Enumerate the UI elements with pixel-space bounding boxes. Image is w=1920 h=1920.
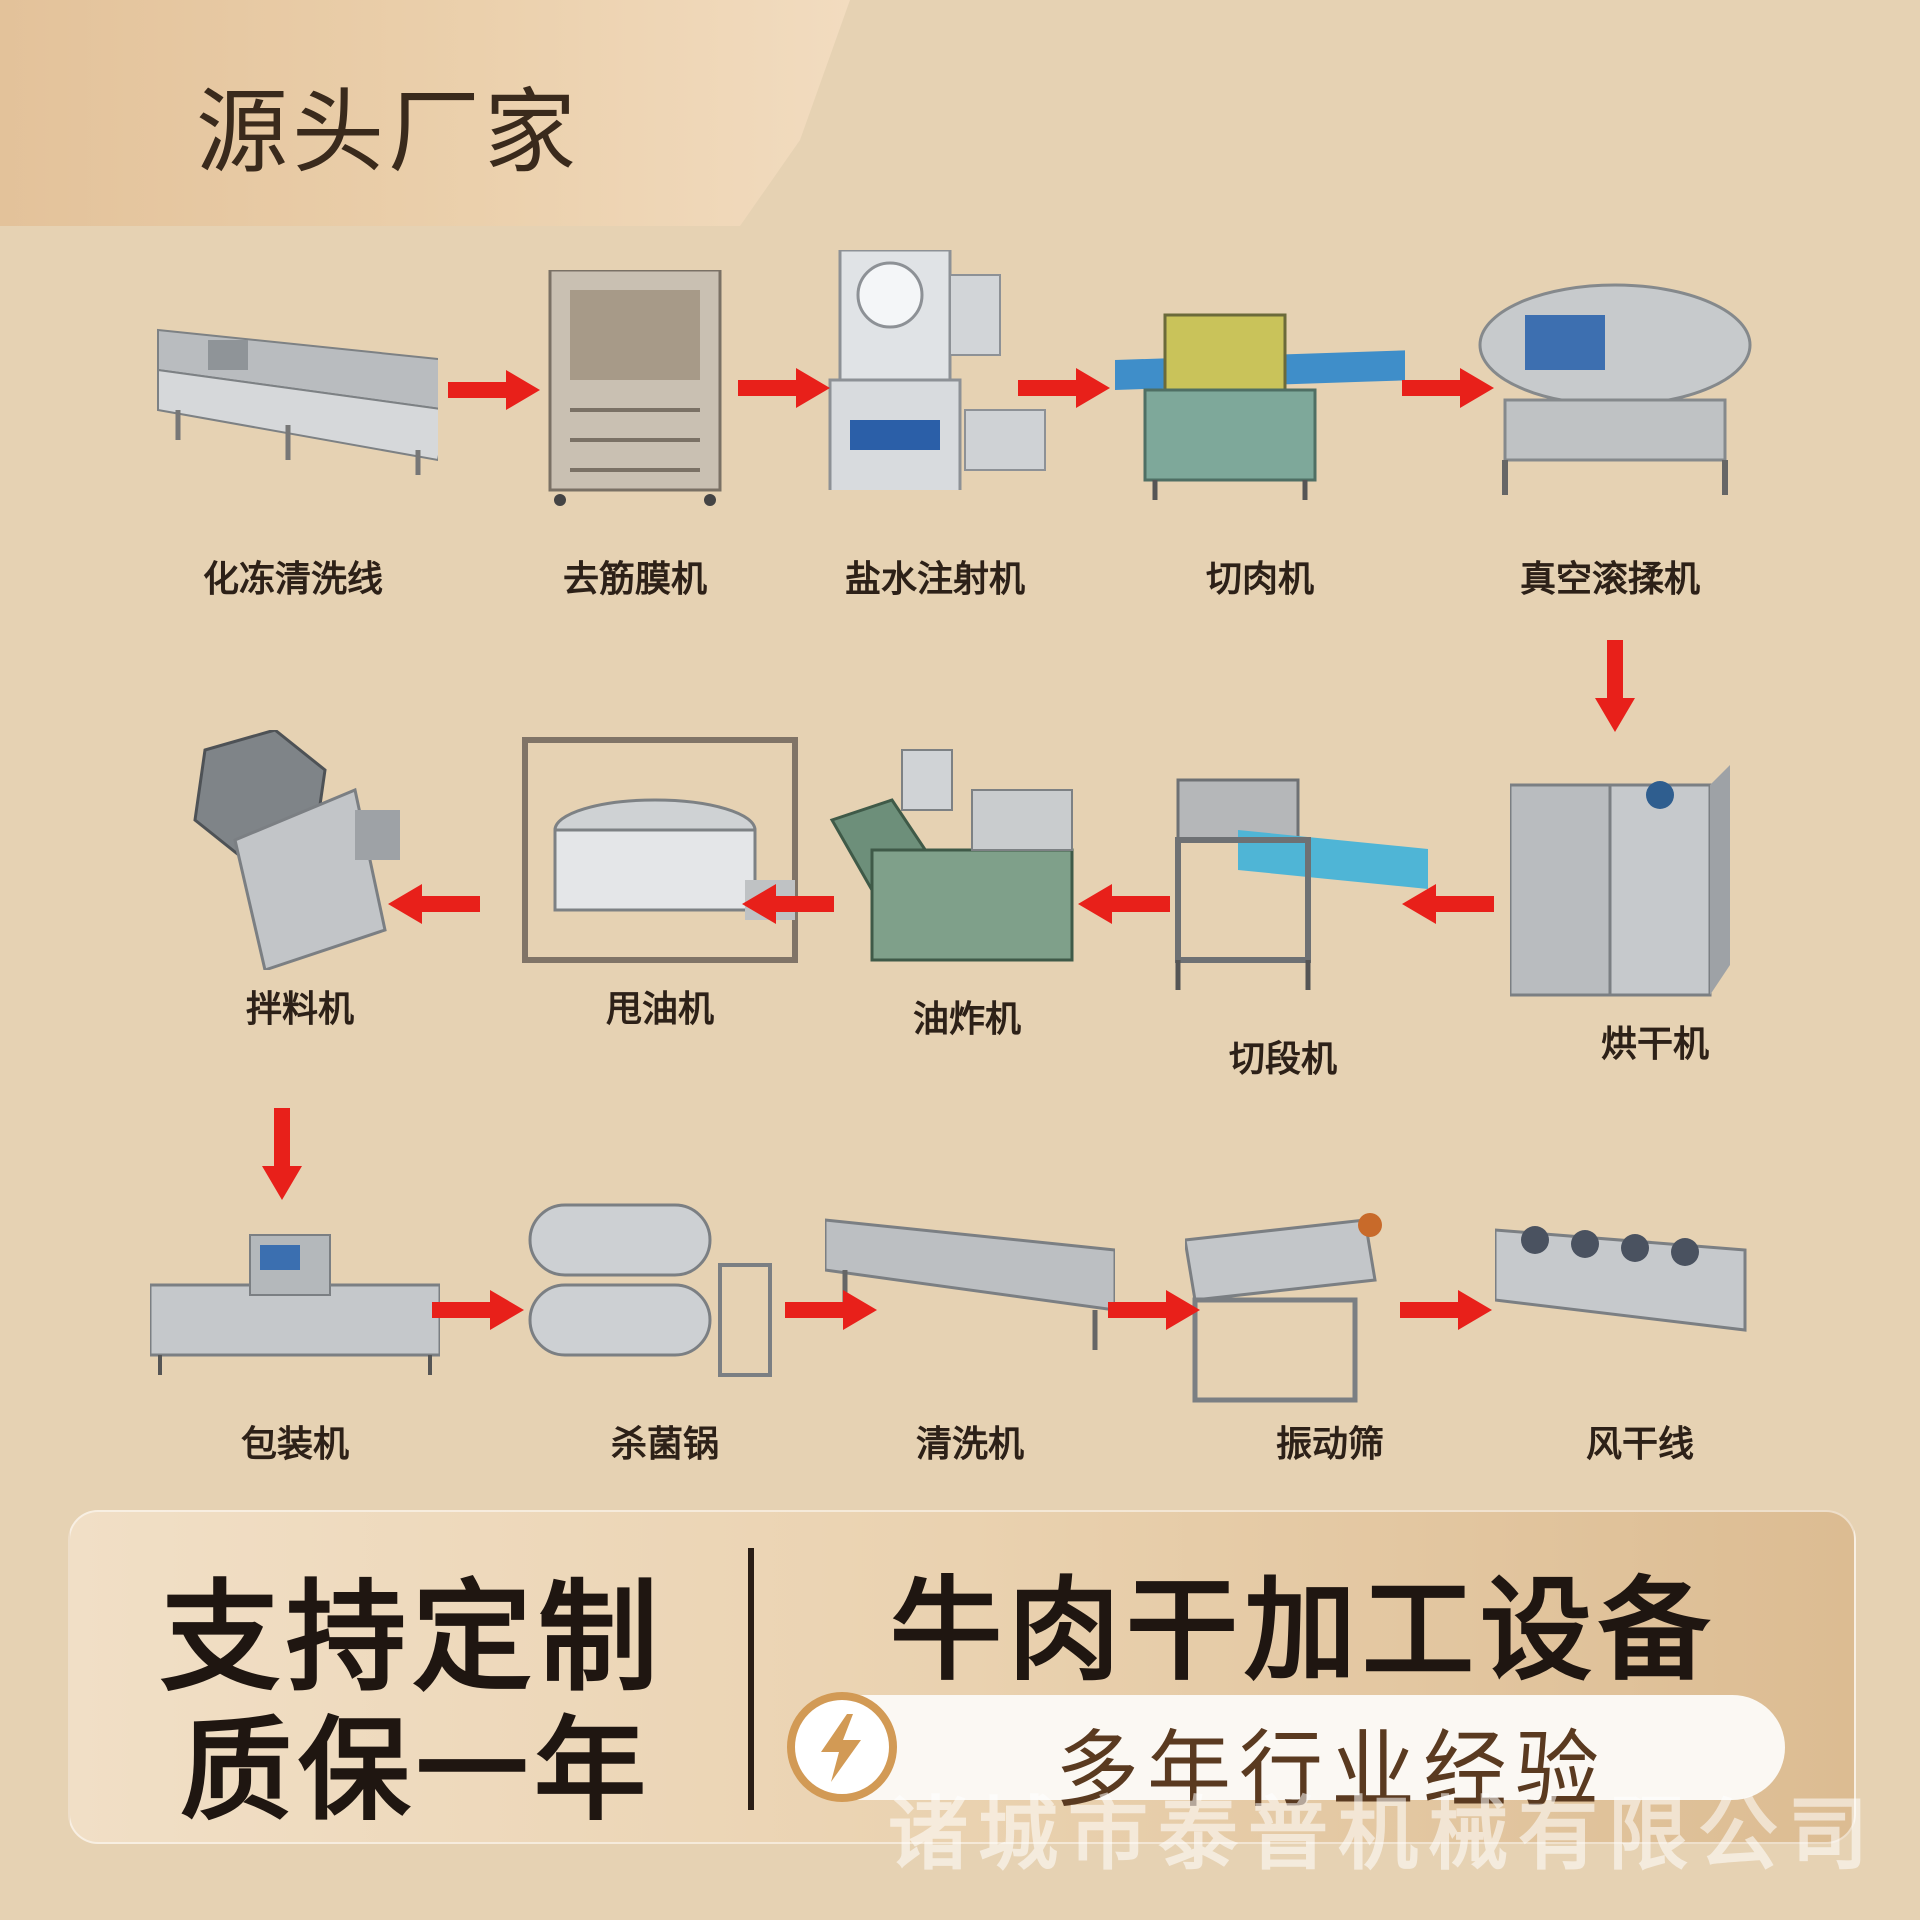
arrow-right bbox=[738, 368, 830, 408]
arrow-left bbox=[1078, 884, 1170, 924]
station-washing-machine: 清洗机 bbox=[825, 1200, 1115, 1465]
station-label: 风干线 bbox=[1585, 1424, 1694, 1465]
arrow-right bbox=[448, 370, 540, 410]
panel-divider bbox=[748, 1548, 754, 1810]
station-label: 真空滚揉机 bbox=[1519, 559, 1700, 600]
product-title: 牛肉干加工设备 bbox=[890, 1566, 1716, 1696]
customization-text: 支持定制 bbox=[160, 1569, 664, 1708]
oil-spinner-icon bbox=[522, 737, 798, 963]
station-membrane-remover: 去筋膜机 bbox=[490, 270, 780, 600]
header-band bbox=[0, 0, 850, 226]
header-title: 源头厂家 bbox=[196, 79, 581, 186]
station-vacuum-tumbler: 真空滚揉机 bbox=[1465, 270, 1755, 600]
station-dryer-oven: 烘干机 bbox=[1510, 765, 1800, 1065]
fryer-icon bbox=[829, 749, 1074, 962]
lightning-icon bbox=[787, 1692, 897, 1802]
station-label: 杀菌锅 bbox=[610, 1424, 719, 1465]
sterilizer-icon bbox=[528, 1203, 772, 1377]
arrow-left bbox=[1402, 884, 1494, 924]
station-label: 振动筛 bbox=[1275, 1424, 1384, 1465]
station-fryer: 油炸机 bbox=[822, 740, 1112, 1040]
arrow-right bbox=[1402, 368, 1494, 408]
arrow-right bbox=[1108, 1290, 1200, 1330]
thawing-washing-line-icon bbox=[157, 328, 438, 475]
station-sterilizer: 杀菌锅 bbox=[520, 1165, 810, 1465]
station-air-drying-line: 风干线 bbox=[1495, 1210, 1785, 1465]
arrow-right bbox=[785, 1290, 877, 1330]
station-packaging-machine: 包装机 bbox=[150, 1165, 440, 1465]
station-vibrating-screen: 振动筛 bbox=[1185, 1200, 1475, 1465]
station-label: 清洗机 bbox=[915, 1424, 1024, 1465]
segment-cutter-icon bbox=[1175, 778, 1428, 990]
station-label: 化冻清洗线 bbox=[202, 559, 383, 600]
station-seasoning-mixer: 拌料机 bbox=[155, 730, 445, 1030]
seasoning-mixer-icon bbox=[193, 730, 400, 970]
station-label: 盐水注射机 bbox=[844, 559, 1025, 600]
vacuum-tumbler-icon bbox=[1478, 283, 1752, 495]
station-label: 油炸机 bbox=[912, 999, 1021, 1040]
dryer-oven-icon bbox=[1510, 765, 1730, 997]
company-watermark: 诸城市泰普机械有限公司 bbox=[888, 1788, 1878, 1881]
station-label: 切肉机 bbox=[1205, 559, 1314, 600]
air-drying-line-icon bbox=[1495, 1226, 1747, 1332]
station-brine-injector: 盐水注射机 bbox=[790, 250, 1080, 600]
meat-cutter-icon bbox=[1115, 313, 1405, 500]
arrow-down bbox=[262, 1108, 302, 1200]
station-segment-cutter: 切段机 bbox=[1138, 760, 1428, 1080]
vibrating-screen-icon bbox=[1185, 1213, 1382, 1403]
arrow-left bbox=[742, 884, 834, 924]
station-label: 甩油机 bbox=[605, 989, 714, 1030]
station-oil-spinner: 甩油机 bbox=[515, 730, 805, 1030]
brine-injector-icon bbox=[828, 250, 1046, 490]
station-label: 切段机 bbox=[1228, 1039, 1337, 1080]
warranty-text: 质保一年 bbox=[180, 1706, 652, 1836]
station-thawing-washing-line: 化冻清洗线 bbox=[148, 300, 438, 600]
station-label: 拌料机 bbox=[245, 989, 354, 1030]
experience-text: 多年行业经验 bbox=[1055, 1721, 1608, 1819]
arrow-down bbox=[1595, 640, 1635, 732]
arrow-right bbox=[1400, 1290, 1492, 1330]
packaging-machine-icon bbox=[150, 1234, 440, 1375]
station-label: 去筋膜机 bbox=[562, 559, 707, 600]
station-label: 包装机 bbox=[240, 1424, 349, 1465]
arrow-right bbox=[432, 1290, 524, 1330]
station-meat-cutter: 切肉机 bbox=[1115, 300, 1405, 600]
station-label: 烘干机 bbox=[1600, 1024, 1709, 1065]
arrow-right bbox=[1018, 368, 1110, 408]
membrane-remover-icon bbox=[548, 270, 722, 506]
experience-pill bbox=[790, 1695, 1785, 1800]
arrow-left bbox=[388, 884, 480, 924]
